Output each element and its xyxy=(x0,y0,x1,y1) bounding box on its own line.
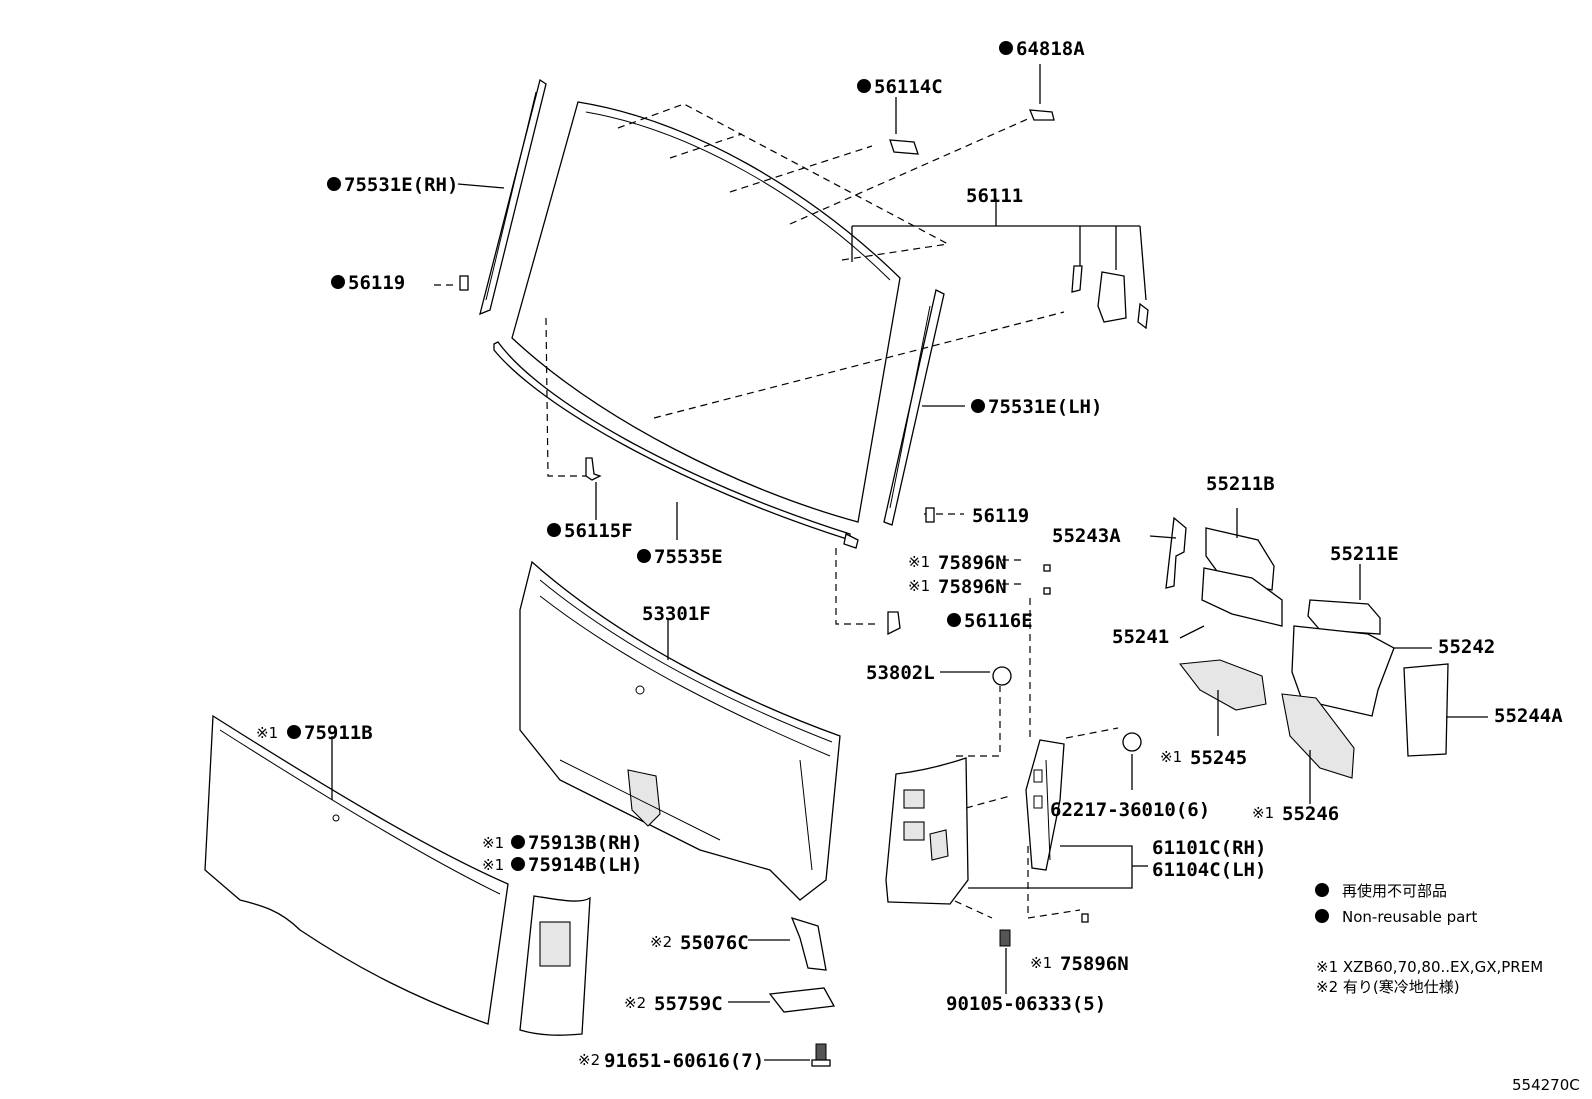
label-56115F: 56115F xyxy=(564,520,633,542)
windshield-glass xyxy=(511,101,901,523)
bracket-55076C xyxy=(748,916,827,971)
label-56119-right: 56119 xyxy=(972,505,1029,527)
note1-mark: ※1 xyxy=(1030,954,1052,972)
label-56116E: 56116E xyxy=(964,610,1033,632)
label-75531E-rh: 75531E(RH) xyxy=(344,174,458,196)
label-75896N-2: 75896N xyxy=(938,576,1007,598)
clip-75896N-a xyxy=(1043,564,1051,572)
note1-mark: ※1 xyxy=(482,834,504,852)
cowl-side-panel-61101C-61104C xyxy=(885,739,1148,905)
label-55242: 55242 xyxy=(1438,636,1495,658)
label-55076C: 55076C xyxy=(680,932,749,954)
label-75896N-1: 75896N xyxy=(938,552,1007,574)
label-55243A: 55243A xyxy=(1052,525,1121,547)
clip-56114C xyxy=(889,97,919,155)
legend-dot-icon xyxy=(1315,883,1329,897)
plate-55759C xyxy=(728,987,836,1013)
label-55246: 55246 xyxy=(1282,803,1339,825)
note1-mark: ※1 xyxy=(1252,804,1274,822)
molding-75531E-lh xyxy=(883,289,965,526)
note1-mark: ※1 xyxy=(908,553,930,571)
legend-dot-icon xyxy=(1315,909,1329,923)
note2-mark: ※2 xyxy=(578,1051,600,1069)
label-56114C: 56114C xyxy=(874,76,943,98)
label-61101C-rh: 61101C(RH) xyxy=(1152,837,1266,859)
label-91651: 91651-60616(7) xyxy=(604,1050,764,1072)
label-62217: 62217-36010(6) xyxy=(1050,799,1210,821)
label-55759C: 55759C xyxy=(654,993,723,1015)
label-55241: 55241 xyxy=(1112,626,1169,648)
label-55244A: 55244A xyxy=(1494,705,1563,727)
note1-mark: ※1 xyxy=(908,577,930,595)
bracket-56111 xyxy=(851,198,1149,330)
label-55245: 55245 xyxy=(1190,747,1247,769)
clip-75896N-b xyxy=(1043,587,1051,595)
bolt-91651 xyxy=(764,1043,831,1067)
label-75911B: 75911B xyxy=(304,722,373,744)
side-seal-75913B-75914B xyxy=(519,895,591,1036)
label-90105: 90105-06333(5) xyxy=(946,993,1106,1015)
cowl-panel-53301F xyxy=(519,560,841,901)
note1-mark: ※1 xyxy=(1160,748,1182,766)
bolt-90105 xyxy=(999,929,1011,994)
illustration-id: 554270C xyxy=(1512,1076,1580,1094)
clip-56119-left xyxy=(459,275,469,291)
clip-64818A xyxy=(1029,64,1055,121)
legend-note2: ※2 有り(寒冷地仕様) xyxy=(1316,978,1460,996)
label-55211E: 55211E xyxy=(1330,543,1399,565)
label-75914B-lh: 75914B(LH) xyxy=(528,854,642,876)
clip-62217 xyxy=(1122,732,1142,790)
note1-mark: ※1 xyxy=(256,724,278,742)
legend: 再使用不可部品 Non-reusable part ※1 XZB60,70,80… xyxy=(1315,882,1543,996)
label-55211B: 55211B xyxy=(1206,473,1275,495)
label-64818A: 64818A xyxy=(1016,38,1085,60)
label-75913B-rh: 75913B(RH) xyxy=(528,832,642,854)
clip-75896N-c xyxy=(1081,913,1089,923)
clip-56116E xyxy=(887,611,901,636)
legend-en: Non-reusable part xyxy=(1342,908,1477,926)
clip-56115F xyxy=(585,457,602,520)
clip-53802L xyxy=(940,666,1012,686)
label-56111: 56111 xyxy=(966,185,1023,207)
clip-56119-right xyxy=(925,507,935,523)
molding-75531E-rh xyxy=(457,78,547,316)
label-75896N-3: 75896N xyxy=(1060,953,1129,975)
label-75531E-lh: 75531E(LH) xyxy=(988,396,1102,418)
label-56119-left: 56119 xyxy=(348,272,405,294)
label-75535E: 75535E xyxy=(654,546,723,568)
molding-75535E xyxy=(493,341,859,549)
label-53802L: 53802L xyxy=(866,662,935,684)
legend-jp: 再使用不可部品 xyxy=(1342,882,1447,900)
note1-mark: ※1 xyxy=(482,856,504,874)
callout-labels: 64818A 56114C 75531E(RH) 56111 56119 755… xyxy=(256,38,1563,1072)
legend-note1: ※1 XZB60,70,80..EX,GX,PREM xyxy=(1316,958,1543,976)
note2-mark: ※2 xyxy=(624,994,646,1012)
cover-75911B xyxy=(204,714,509,1025)
note2-mark: ※2 xyxy=(650,933,672,951)
leader-dashes xyxy=(434,103,1119,919)
label-61104C-lh: 61104C(LH) xyxy=(1152,859,1266,881)
label-53301F: 53301F xyxy=(642,603,711,625)
silencer-pads xyxy=(1149,508,1488,804)
